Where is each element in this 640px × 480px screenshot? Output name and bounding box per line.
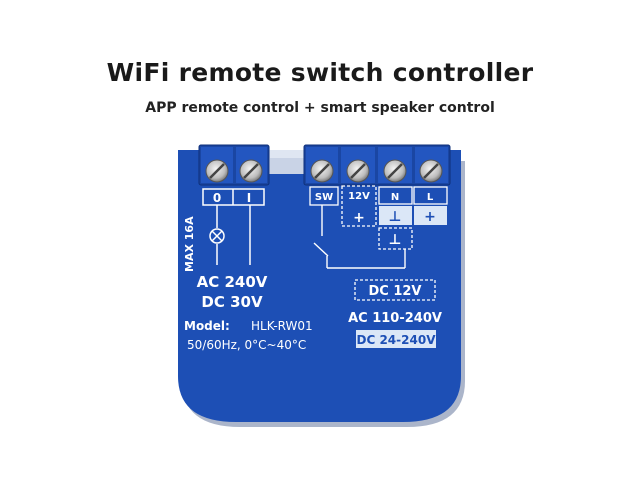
polarity-box-l [414,206,447,225]
page-title: WiFi remote switch controller [106,58,534,87]
lamp-icon [209,228,225,244]
max-current-label: MAX 16A [183,216,196,272]
terminal-screw-l [419,159,443,183]
input-rating-dc: DC 12V [368,284,421,299]
terminal-screw-sw [310,159,334,183]
input-dc-range-box [356,330,436,348]
model-value: HLK-RW01 [251,319,313,333]
terminal-label-l-box [413,186,448,205]
terminal-label-12v: 12V [348,191,370,202]
polarity-box-n [379,206,412,225]
page-subtitle: APP remote control + smart speaker contr… [145,100,495,116]
output-rating-ac: AC 240V [197,273,268,291]
terminal-screw-12v [346,159,370,183]
terminal-label-l: L [427,192,434,203]
spec-frequency-temperature: 50/60Hz, 0°C~40°C [187,338,306,352]
terminal-screw-0 [205,159,229,183]
switch-wiring-lines [313,205,406,269]
polarity-12v: + [353,210,365,226]
input-dc-box [354,279,436,301]
polarity-n-bottom: ⊥ [389,232,402,248]
input-rating-ac: AC 110-240V [348,311,442,326]
terminal-label-sw: SW [315,192,333,203]
terminal-screw-1 [239,159,263,183]
terminal-screw-n [383,159,407,183]
polarity-l: + [424,209,436,225]
polarity-n-top: ⊥ [389,209,402,225]
terminal-label-1: I [247,191,251,205]
terminal-label-0: 0 [213,191,221,205]
terminal-label-n: N [391,192,399,203]
output-wiring-lines [202,188,265,265]
input-rating-dc-range: DC 24-240V [357,333,437,347]
output-rating-dc: DC 30V [201,293,263,311]
terminal-label-n-box [378,186,413,205]
model-label: Model: [184,319,230,333]
